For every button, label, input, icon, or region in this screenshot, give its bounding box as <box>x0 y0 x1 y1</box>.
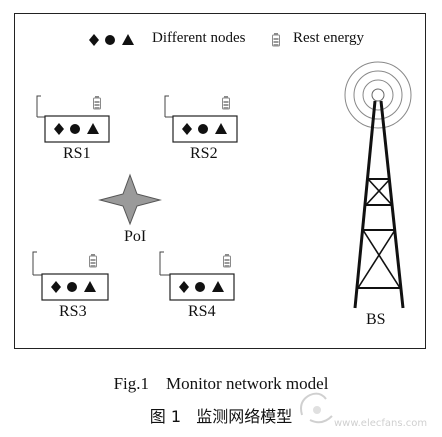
legend-node-symbols <box>89 34 134 46</box>
relay-station-rs3 <box>32 251 109 301</box>
rs1-label: RS1 <box>63 145 91 162</box>
four-point-star-icon <box>98 173 162 226</box>
rs3-label: RS3 <box>59 303 87 320</box>
battery-icon <box>272 32 280 47</box>
relay-station-rs1 <box>36 95 110 143</box>
figure-caption-en: Fig.1 Monitor network model <box>113 374 329 393</box>
battery-icon <box>89 253 97 268</box>
watermark-logo-icon <box>300 392 333 424</box>
relay-station-rs4 <box>159 251 235 301</box>
legend-energy-label: Rest energy <box>293 30 364 46</box>
rs4-label: RS4 <box>188 303 216 320</box>
diagram-frame <box>14 13 426 349</box>
battery-icon <box>223 253 231 268</box>
relay-station-rs2 <box>164 95 238 143</box>
battery-icon <box>222 95 230 110</box>
bs-label: BS <box>366 311 386 328</box>
figure-caption-zh: 图 1 监测网络模型 <box>149 407 293 426</box>
battery-icon <box>93 95 101 110</box>
rs2-label: RS2 <box>190 145 218 162</box>
watermark-url: www.elecfans.com <box>334 418 428 429</box>
radio-tower-icon <box>344 61 412 309</box>
poi-label: PoI <box>124 228 147 245</box>
legend-nodes-label: Different nodes <box>152 30 246 46</box>
